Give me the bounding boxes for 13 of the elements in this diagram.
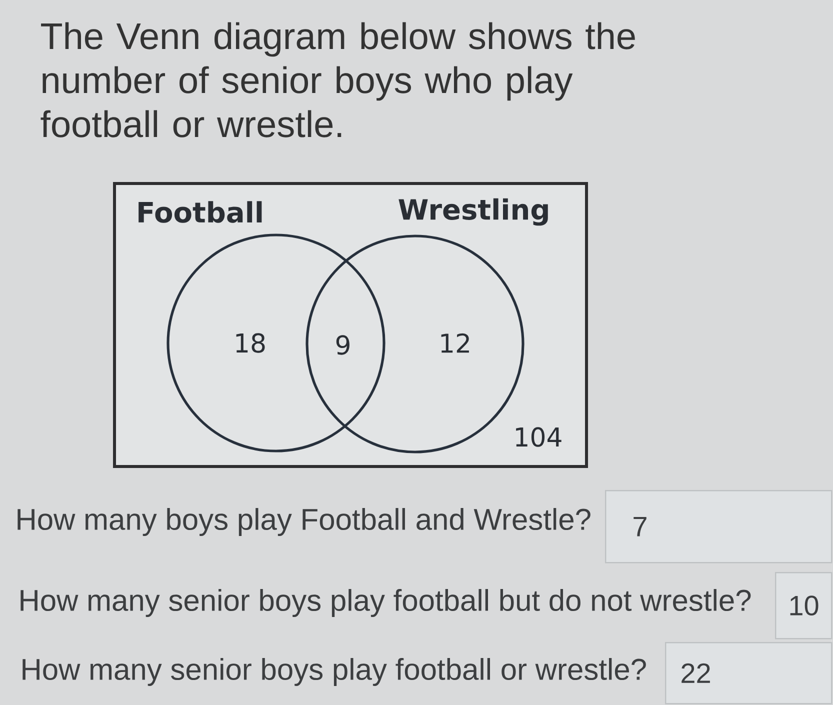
region-count: 18 (236, 333, 265, 353)
region-count: 104 (516, 427, 562, 447)
region-count: 12 (441, 333, 469, 353)
answer-box: 10 (775, 572, 832, 640)
question-text: How many senior boys play football but do not wrestle? (20, 589, 751, 617)
set-heading: Football (138, 201, 262, 223)
answer-box: 22 (665, 642, 832, 704)
set-heading: Wrestling (398, 198, 548, 226)
region-count: 9 (336, 335, 350, 355)
question-text: How many senior boys play football or wrestle? (22, 658, 646, 686)
question-text: How many boys play Football and Wrestle? (18, 508, 590, 536)
answer-box: 7 (605, 490, 832, 564)
title-text: The Venn diagram below shows the number of senior boys who play football or wrestle. (40, 22, 635, 138)
